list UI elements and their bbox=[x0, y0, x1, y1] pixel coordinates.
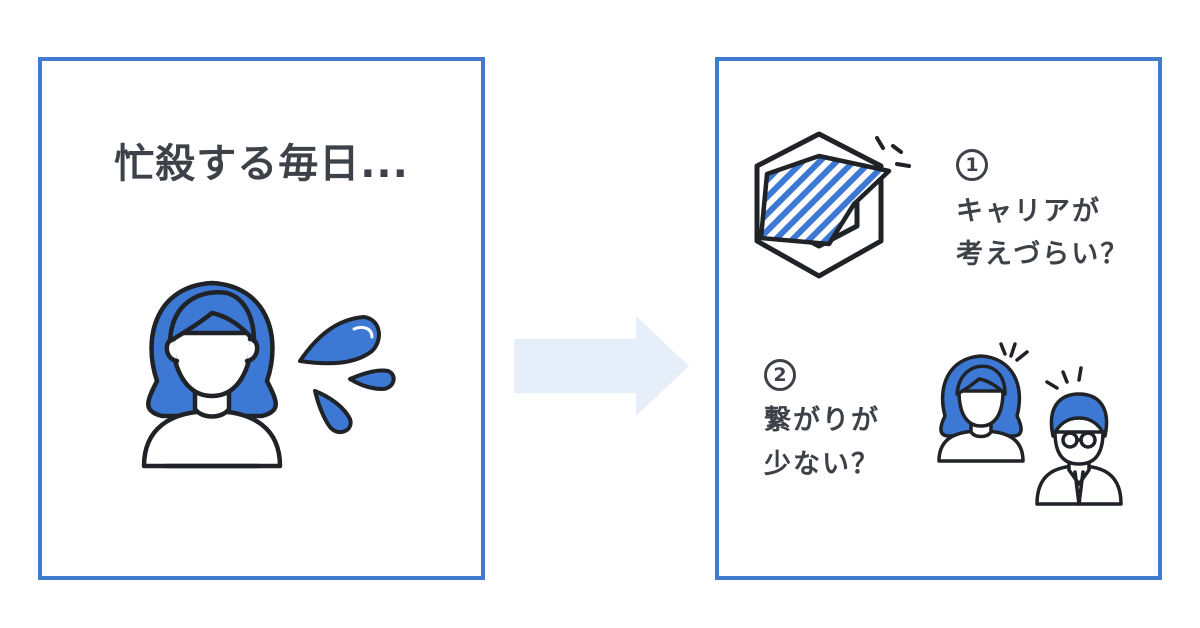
stressed-woman-icon bbox=[141, 280, 396, 469]
item-2-line-1: 繋がりが bbox=[764, 405, 880, 436]
right-panel: 1 キャリアが 考えづらい？ 2 繋がりが 少ない？ bbox=[715, 57, 1162, 580]
left-panel: 忙殺する毎日... bbox=[38, 57, 485, 580]
puzzle-cube-icon bbox=[754, 131, 911, 279]
right-arrow-icon bbox=[514, 316, 689, 416]
item-1-line-2: 考えづらい？ bbox=[956, 239, 1130, 270]
item-1-line-1: キャリアが bbox=[956, 196, 1101, 227]
item-2-number-badge: 2 bbox=[764, 359, 796, 391]
two-people-icon bbox=[937, 342, 1123, 506]
left-panel-title: 忙殺する毎日... bbox=[114, 141, 409, 187]
item-2-line-2: 少ない？ bbox=[764, 449, 880, 480]
item-1-number-badge: 1 bbox=[956, 149, 988, 181]
